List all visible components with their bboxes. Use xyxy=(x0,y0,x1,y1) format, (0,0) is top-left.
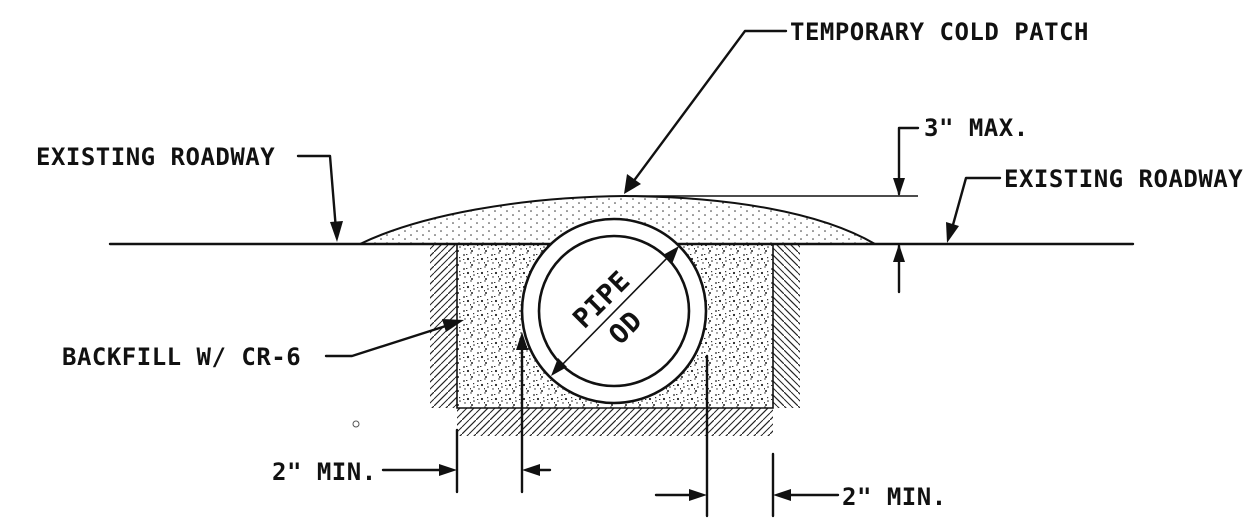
stray-mark xyxy=(352,420,360,428)
roadway-left-leader xyxy=(296,154,343,242)
roadway-right-arrow xyxy=(946,222,959,243)
temporary-cold-patch-label: TEMPORARY COLD PATCH xyxy=(790,18,1089,46)
max-depth-dimension xyxy=(630,126,920,294)
max-depth-arrow-top xyxy=(893,178,905,196)
min-clearance-right-label: 2" MIN. xyxy=(842,483,947,511)
max-depth-arrow-bottom xyxy=(893,244,905,262)
existing-roadway-right-label: EXISTING ROADWAY xyxy=(1004,165,1243,193)
cold-patch-leader xyxy=(624,29,788,194)
pipe-edge-arrow-left xyxy=(516,332,528,350)
backfill-leader xyxy=(324,319,464,358)
min-clearance-left-dimension xyxy=(381,332,552,494)
earth-hatch xyxy=(430,244,800,436)
min-left-arrow-a xyxy=(439,464,457,476)
roadway-right-leader xyxy=(946,176,1002,243)
max-depth-label: 3" MAX. xyxy=(924,114,1029,142)
pipe-od-arrow-lower xyxy=(551,358,567,376)
min-clearance-right-dimension xyxy=(654,354,840,518)
min-right-arrow-a xyxy=(689,489,707,501)
min-clearance-left-label: 2" MIN. xyxy=(272,458,377,486)
min-right-arrow-b xyxy=(773,489,791,501)
pipe-od-dimension-line xyxy=(556,251,674,371)
min-left-arrow-b xyxy=(522,464,540,476)
existing-roadway-left-label: EXISTING ROADWAY xyxy=(36,143,275,171)
cold-patch-arrow xyxy=(624,174,641,194)
backfill-arrow xyxy=(442,319,464,332)
roadway-left-arrow xyxy=(330,221,343,242)
pipe: PIPE OD xyxy=(520,217,708,405)
backfill-label: BACKFILL W/ CR-6 xyxy=(62,343,301,371)
pipe-od-arrow-upper xyxy=(663,246,679,264)
